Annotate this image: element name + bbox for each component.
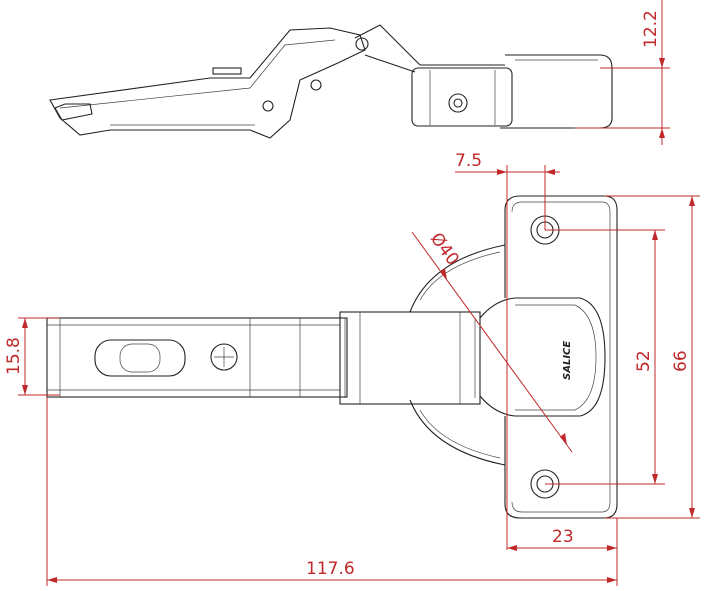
brand-label: SALICE (562, 341, 573, 380)
dim-52: 52 (634, 350, 654, 372)
hinge-side-view (49, 24, 613, 139)
dimension-lines (18, 0, 700, 586)
dim-15-8: 15.8 (4, 337, 24, 375)
dim-66: 66 (671, 350, 691, 372)
hinge-top-view: SALICE (46, 195, 618, 519)
dim-cup-diameter: Ø40 (426, 229, 463, 269)
dim-12-2: 12.2 (641, 10, 661, 48)
dim-23: 23 (552, 527, 574, 547)
dim-7-5: 7.5 (455, 151, 482, 171)
dim-117-6: 117.6 (306, 559, 355, 579)
dimension-labels: 12.2 7.5 66 52 23 117.6 15.8 Ø40 (4, 10, 691, 579)
